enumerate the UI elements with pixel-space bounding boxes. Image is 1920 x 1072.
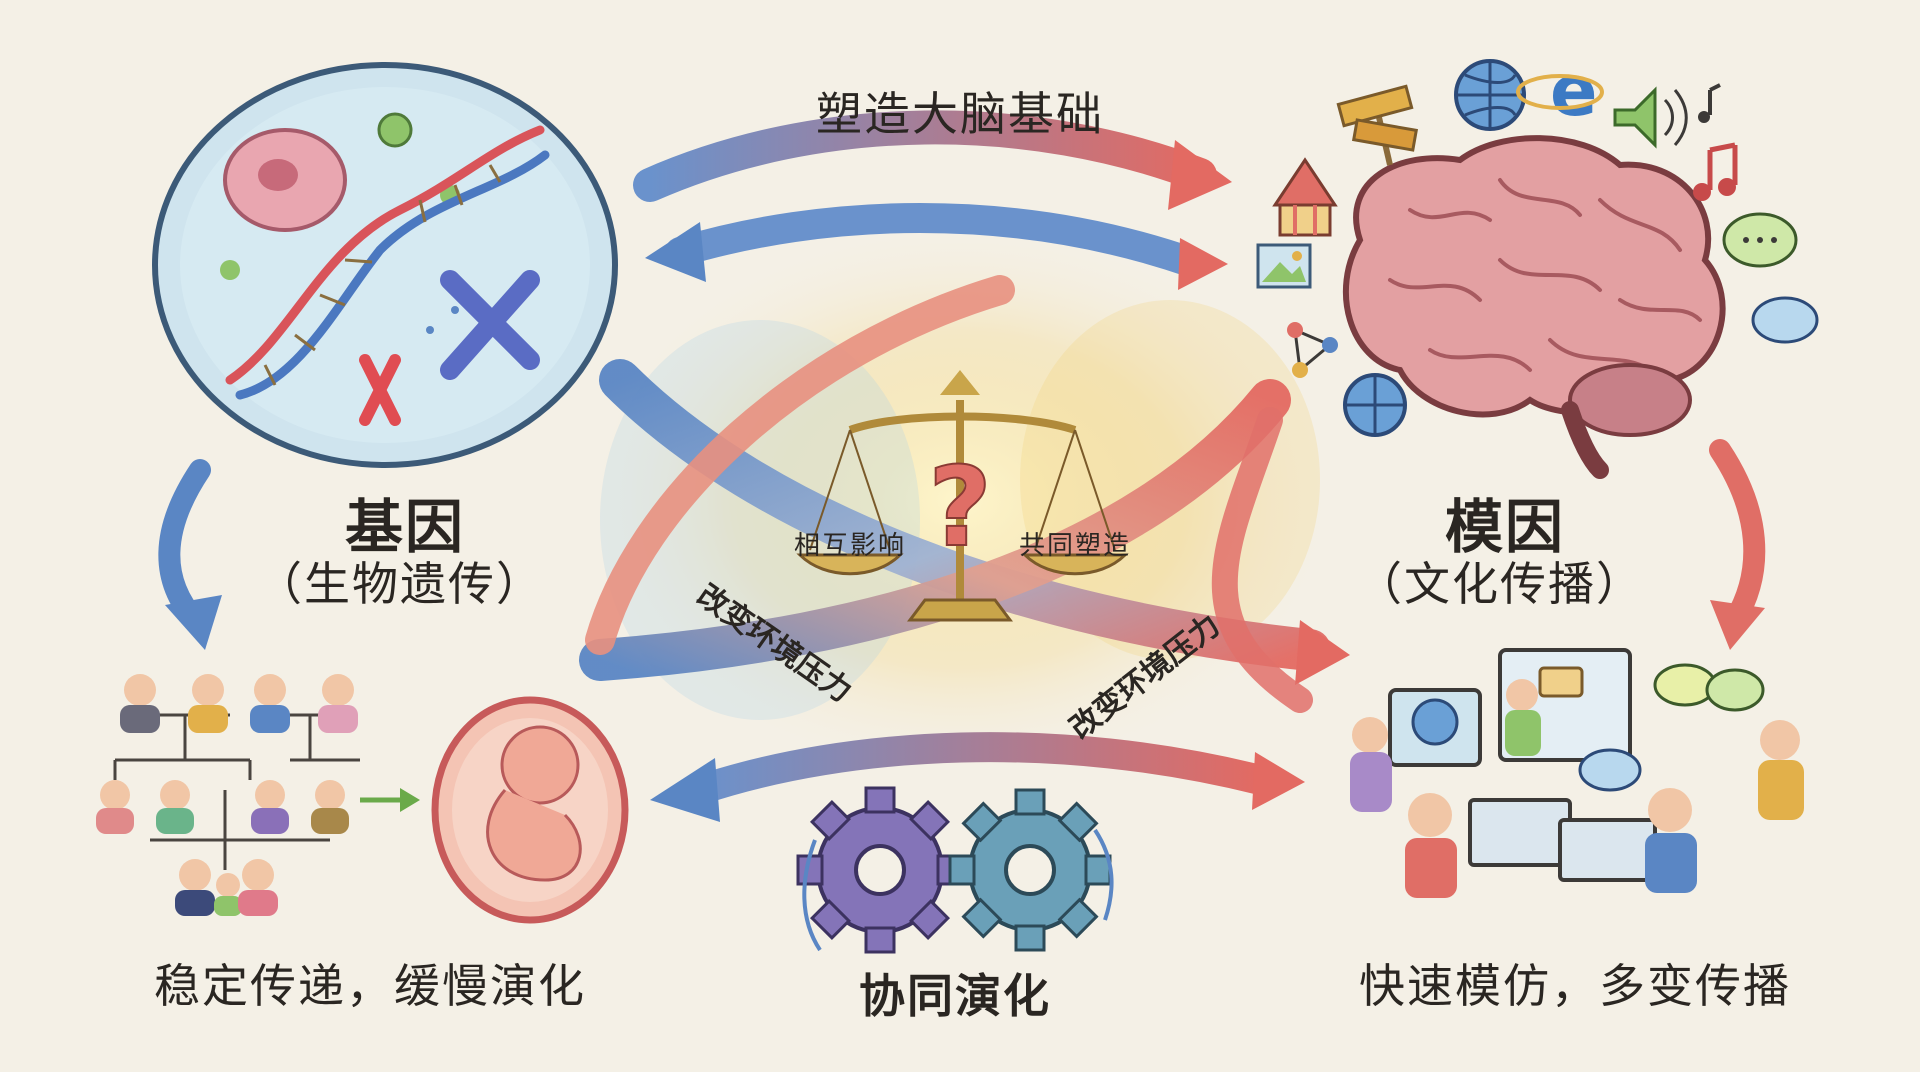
memes-title: 模因 [1444, 493, 1566, 561]
speaker-icon [1613, 86, 1688, 149]
balance-scale-icon [796, 370, 1129, 622]
fetus-icon [431, 696, 629, 924]
scale-question-mark: ? [928, 443, 992, 571]
arrow-down-left [158, 459, 222, 650]
image-icon [1256, 243, 1312, 289]
arrow-cross-blue-red [599, 359, 1350, 685]
cell-icon [152, 62, 618, 468]
top-arrow-label: 塑造大脑基础 [816, 87, 1104, 141]
genes-caption: 稳定传递，缓慢演化 [154, 959, 586, 1013]
music-note-icon [1693, 83, 1738, 201]
globe-icon [1454, 59, 1526, 131]
brain-icon [1343, 135, 1726, 479]
arrow-right-arc [1211, 407, 1313, 713]
arrow-cross-red-blue [579, 379, 1291, 681]
gears-icon [796, 786, 1114, 954]
memes-subtitle: （文化传播） [1356, 557, 1644, 611]
genes-title: 基因 [344, 493, 466, 561]
svg-text:e: e [1550, 50, 1597, 132]
dna-icon [225, 125, 550, 400]
circus-tent-icon [1272, 157, 1338, 237]
chat-bubble-icon [1722, 212, 1819, 344]
scale-left-label: 相互影响 [793, 531, 907, 561]
arrow-bottom-memes-to-genes [650, 732, 1305, 822]
arrow-upper-memes-to-genes [645, 203, 1228, 290]
arrow-top-genes-to-memes [633, 110, 1232, 210]
chromosome-icon [359, 270, 540, 426]
network-icon [1287, 322, 1338, 378]
globe-small-icon [1343, 373, 1407, 437]
memes-caption: 快速模仿，多变传播 [1359, 959, 1791, 1013]
signpost-icon [1336, 84, 1419, 166]
scale-right-label: 共同塑造 [1018, 531, 1132, 561]
family-tree-icon [96, 674, 420, 916]
arrow-down-right [1709, 439, 1766, 650]
coevolution-label: 协同演化 [859, 969, 1051, 1023]
browser-icon: e [1516, 50, 1604, 132]
people-laptops-icon [1350, 648, 1804, 898]
arrow-left-arc [585, 275, 1015, 655]
genes-subtitle: （生物遗传） [256, 557, 544, 611]
